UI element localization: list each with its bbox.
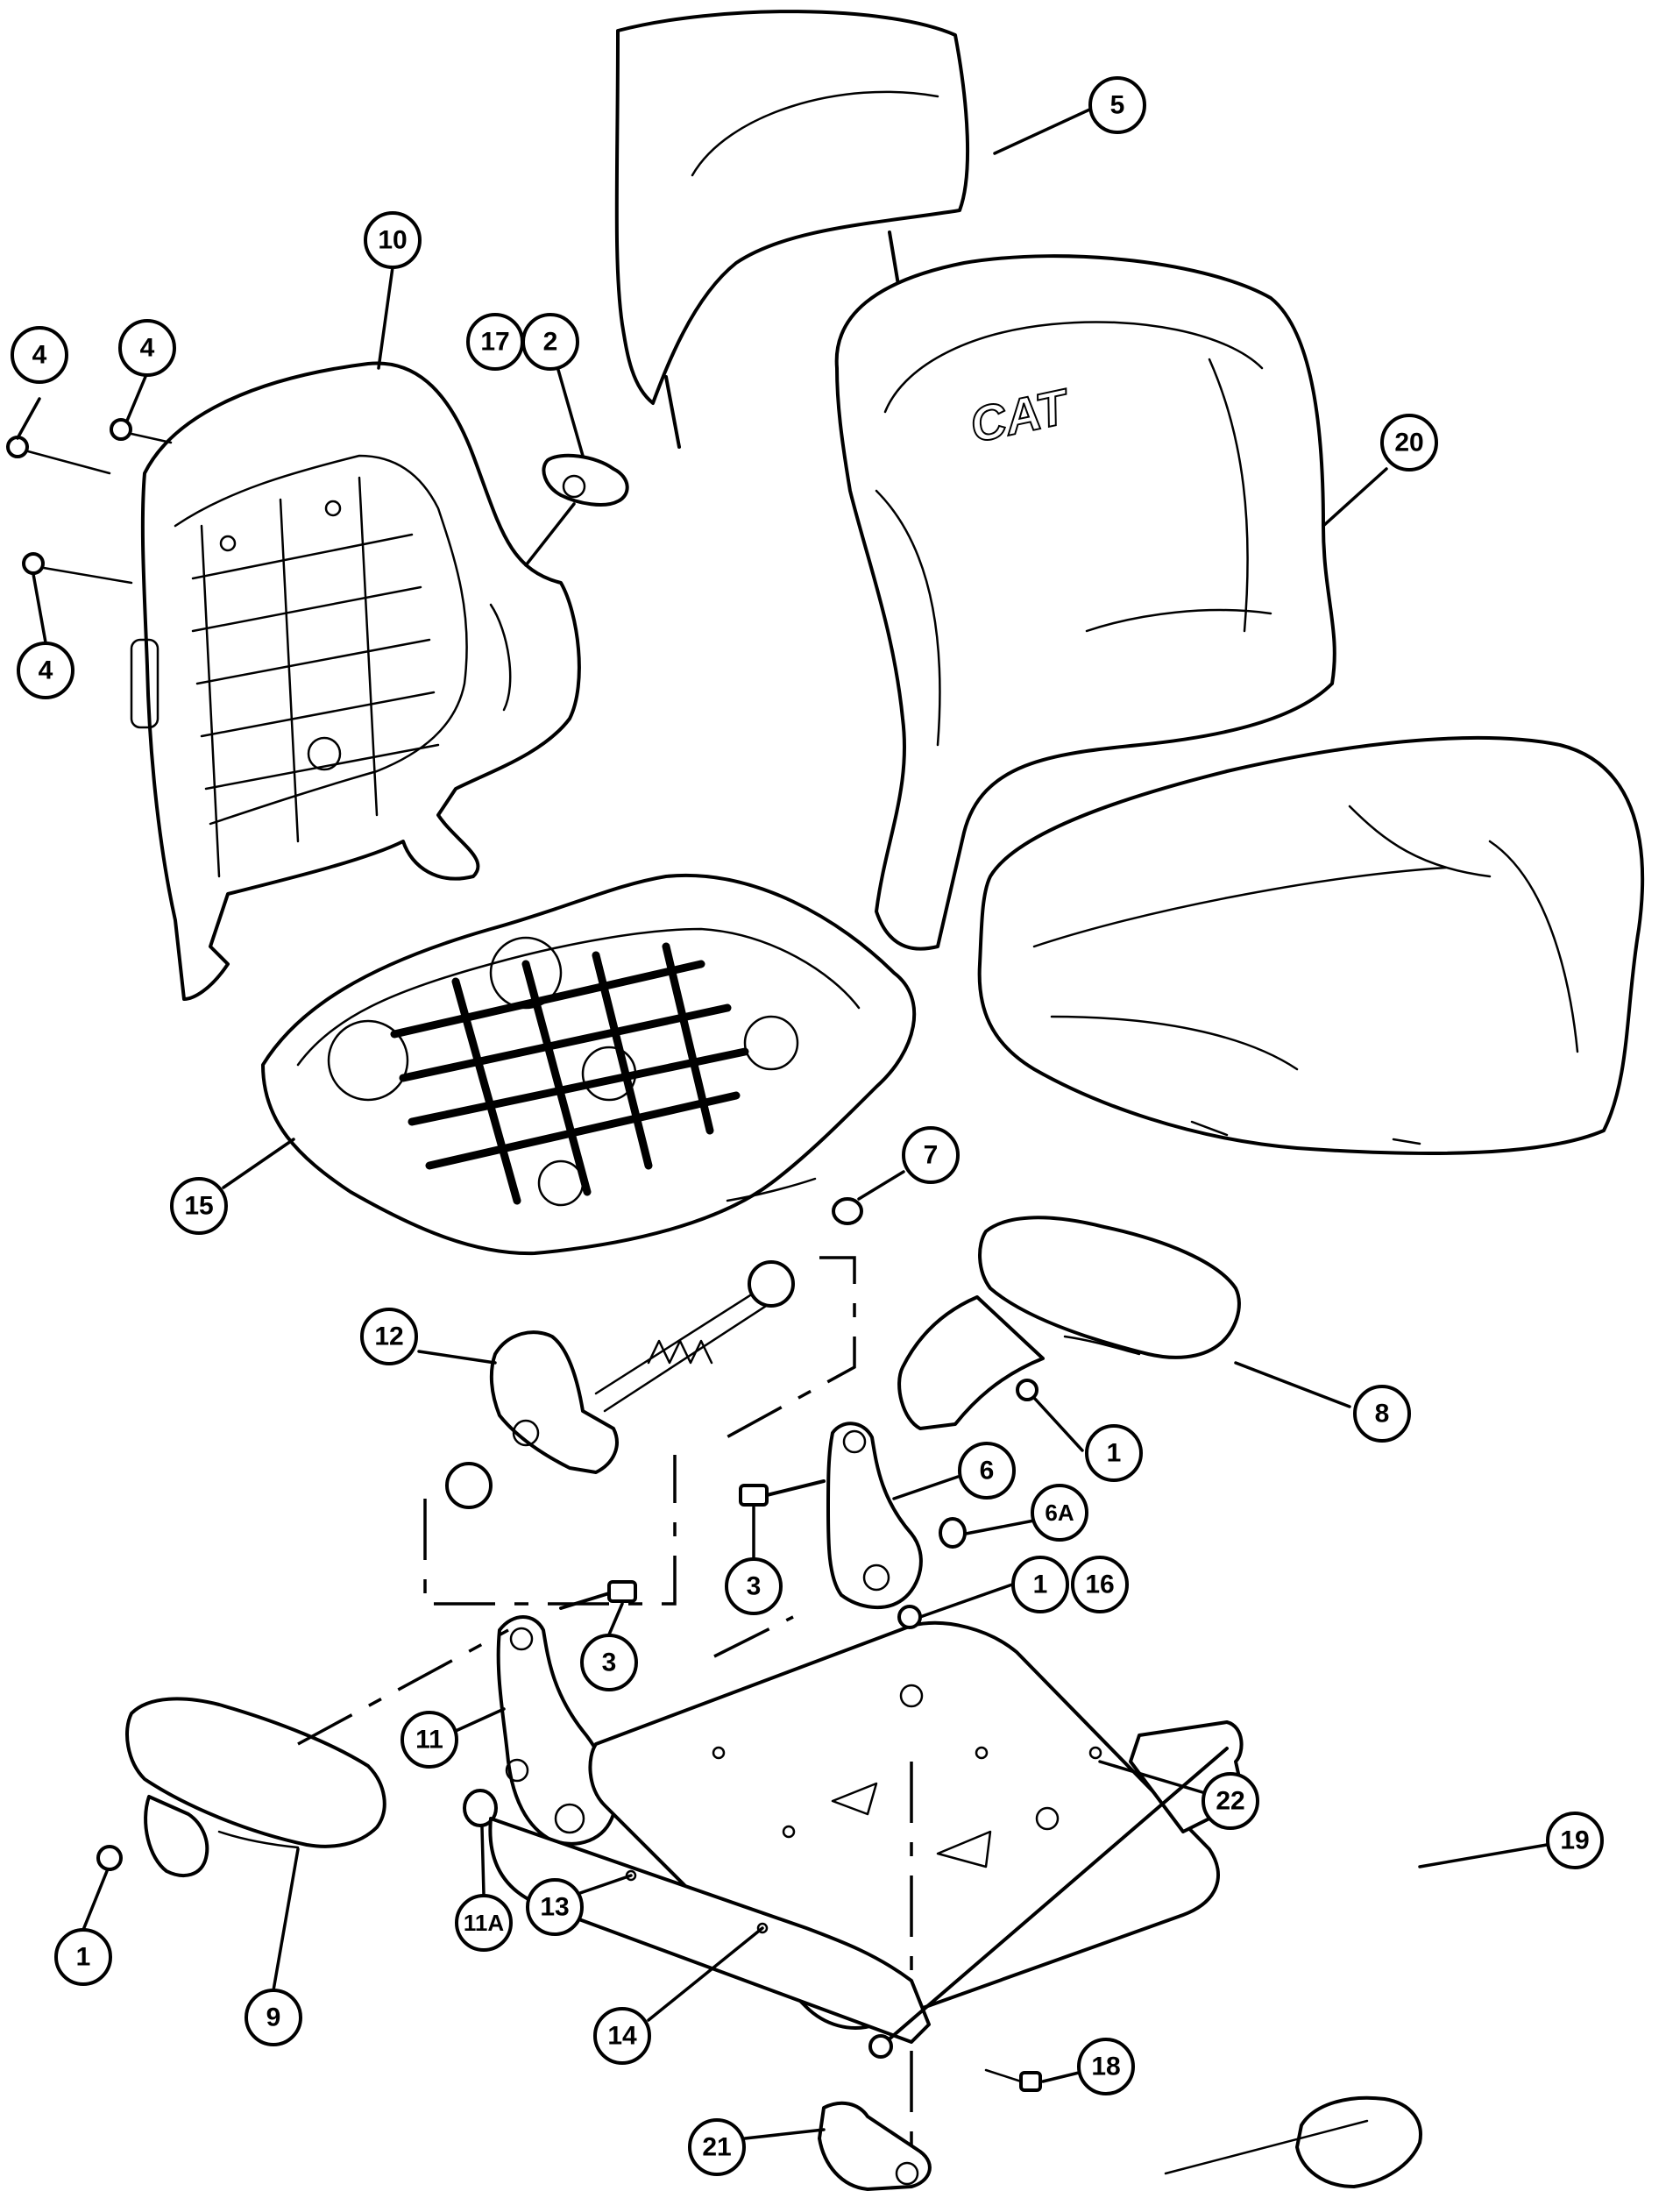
back-frame: [130, 361, 581, 1001]
svg-text:19: 19: [1560, 1826, 1589, 1855]
base-plate: [588, 1620, 1220, 2030]
callout-3b: 3: [580, 1634, 638, 1691]
cross-rod: [868, 1747, 1229, 2059]
svg-text:6A: 6A: [1045, 1500, 1074, 1526]
bolt-3b: [559, 1580, 637, 1610]
callout-11: 11: [401, 1711, 458, 1769]
svg-text:11: 11: [415, 1726, 443, 1755]
callout-21: 21: [688, 2118, 746, 2176]
svg-text:18: 18: [1091, 2053, 1120, 2081]
svg-text:22: 22: [1216, 1787, 1244, 1816]
callout-1a: 1: [1085, 1424, 1143, 1482]
svg-text:16: 16: [1085, 1571, 1114, 1599]
svg-text:15: 15: [184, 1192, 213, 1221]
svg-text:20: 20: [1394, 429, 1423, 457]
svg-text:3: 3: [747, 1572, 762, 1601]
headrest: [614, 10, 970, 449]
svg-text:17: 17: [480, 328, 509, 357]
adjuster-spring: [647, 1339, 713, 1365]
callout-19: 19: [1546, 1812, 1604, 1869]
svg-text:5: 5: [1110, 91, 1125, 120]
fore-aft-adjuster: [445, 1260, 795, 1509]
callout-9: 9: [245, 1989, 302, 2046]
bolt-4a: [6, 436, 111, 475]
callout-7: 7: [902, 1126, 960, 1184]
callout-8: 8: [1353, 1385, 1411, 1443]
svg-text:2: 2: [543, 328, 558, 357]
svg-text:14: 14: [607, 2022, 637, 2051]
callout-1b: 1: [1011, 1556, 1069, 1613]
callout-20: 20: [1380, 414, 1438, 472]
linkage: [818, 2101, 932, 2191]
seat-pan-web-grid: [390, 942, 749, 1205]
screw-18: [984, 2068, 1042, 2092]
svg-text:11A: 11A: [464, 1910, 504, 1936]
svg-text:1: 1: [1033, 1571, 1048, 1599]
slide-rail: [488, 1817, 931, 2044]
leader-lines: [16, 104, 1549, 2140]
callout-4c: 4: [17, 642, 74, 699]
bolt-3a: [739, 1479, 826, 1507]
callout-12: 12: [360, 1308, 418, 1365]
svg-text:8: 8: [1375, 1400, 1390, 1429]
callout-13: 13: [526, 1878, 584, 1936]
callout-6a: 6A: [1031, 1484, 1088, 1542]
svg-text:1: 1: [76, 1943, 91, 1972]
nut-1b: [897, 1605, 922, 1629]
callout-2: 2: [521, 313, 579, 371]
bolt-4b: [110, 418, 173, 444]
callout-4a: 4: [11, 326, 68, 384]
callout-10: 10: [364, 211, 422, 269]
callout-11a: 11A: [455, 1894, 513, 1952]
callout-6: 6: [958, 1442, 1016, 1500]
lever-assembly: [1164, 2095, 1422, 2188]
assembly-centerlines: [297, 1256, 913, 2165]
callout-15: 15: [170, 1177, 228, 1235]
plug: [832, 1197, 863, 1225]
callout-5: 5: [1088, 76, 1146, 134]
callout-17: 17: [466, 313, 524, 371]
callout-18: 18: [1077, 2038, 1135, 2095]
nut-1a: [1016, 1379, 1038, 1401]
callout-3a: 3: [725, 1557, 783, 1615]
callout-14: 14: [593, 2007, 651, 2065]
callout-22: 22: [1202, 1772, 1259, 1830]
callout-16: 16: [1071, 1556, 1129, 1613]
armrest-right: [897, 1216, 1241, 1430]
arm-bracket-right: [826, 1422, 923, 1610]
adjustment-knob: [542, 453, 629, 507]
svg-text:3: 3: [602, 1649, 617, 1677]
svg-text:6: 6: [980, 1457, 995, 1485]
bushing-11a: [463, 1789, 498, 1827]
callout-1c: 1: [54, 1928, 112, 1986]
seat-pan-frame: [261, 873, 917, 1256]
svg-text:4: 4: [32, 341, 47, 370]
bolt-4c: [22, 552, 133, 585]
svg-text:10: 10: [378, 226, 407, 255]
svg-text:9: 9: [266, 2003, 281, 2032]
armrest-left: [125, 1697, 386, 1877]
svg-text:4: 4: [39, 656, 53, 685]
callout-4b: 4: [118, 319, 176, 377]
seat-cushion-assembly: CAT: [834, 254, 1645, 1155]
svg-text:21: 21: [702, 2133, 731, 2162]
svg-text:1: 1: [1107, 1439, 1122, 1468]
nut-1c: [96, 1845, 123, 1871]
back-frame-grid: [191, 476, 440, 878]
svg-text:7: 7: [924, 1141, 939, 1170]
bushing-6a: [939, 1517, 967, 1549]
svg-text:13: 13: [540, 1893, 569, 1922]
svg-text:4: 4: [140, 334, 155, 363]
svg-text:12: 12: [374, 1322, 403, 1351]
